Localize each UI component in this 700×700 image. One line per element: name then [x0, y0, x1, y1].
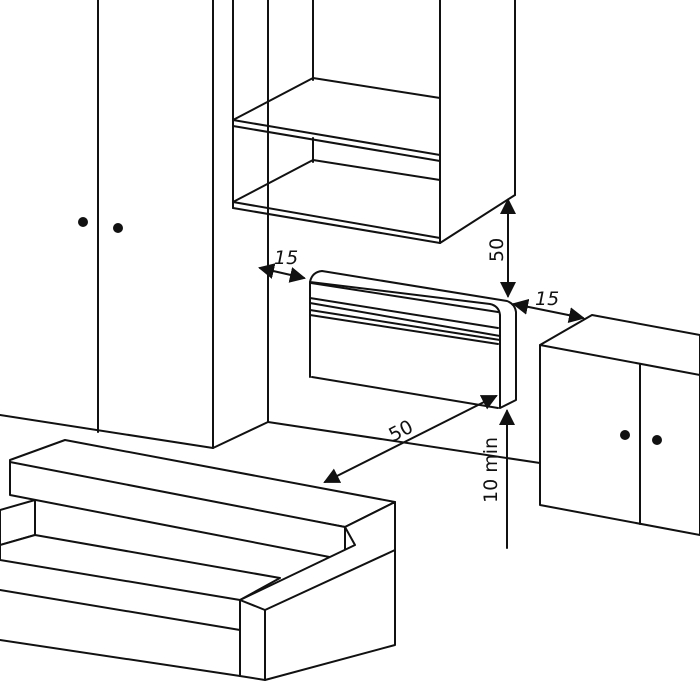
dim-arrow-front: [323, 395, 498, 483]
wardrobe-handle: [78, 217, 88, 227]
dim-label-floor: 10 min: [480, 437, 502, 503]
dim-arrow-right: [512, 298, 585, 324]
upper-cabinet: [232, 0, 516, 244]
cabinet-handle: [620, 430, 630, 440]
heater: [309, 270, 517, 409]
dim-label-right: 15: [535, 288, 559, 310]
cabinet-handle: [652, 435, 662, 445]
wardrobe-handle: [113, 223, 123, 233]
sofa: [0, 439, 396, 681]
dimension-arrows: [258, 198, 585, 549]
dim-label-above: 50: [486, 238, 508, 262]
wardrobe: [78, 0, 269, 449]
dim-label-left: 15: [274, 247, 298, 269]
dim-label-front: 50: [385, 416, 417, 447]
dim-arrow-left: [258, 263, 306, 283]
side-cabinet: [539, 314, 700, 536]
